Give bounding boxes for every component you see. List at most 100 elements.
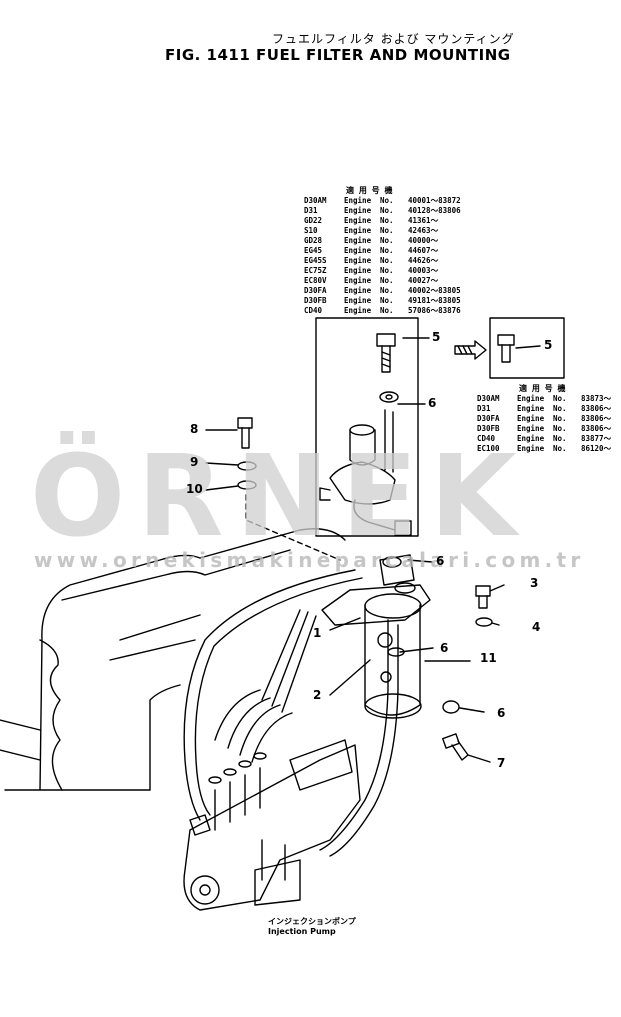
injection-pump [183, 739, 361, 911]
serial-range: 40128～83806 [408, 206, 461, 215]
serial-model: CD40 [304, 306, 323, 315]
serial-label: Engine [344, 276, 372, 285]
callout-8: 8 [190, 422, 199, 436]
pump-caption: インジェクションポンプ Injection Pump [268, 917, 356, 937]
callout-11: 11 [480, 651, 497, 665]
callout-6-top: 6 [428, 396, 437, 410]
serial-range: 44607～ [408, 246, 439, 255]
serial-no: No. [380, 216, 394, 225]
serial-table-inset-header: 適 用 号 機 [519, 384, 566, 393]
bolt-5-inset [497, 334, 515, 363]
serial-range: 83806～ [581, 424, 612, 433]
serial-range: 40000～ [408, 236, 439, 245]
serial-model: D30AM [477, 394, 500, 403]
serial-range: 86120～ [581, 444, 612, 453]
serial-range: 83806～ [581, 404, 612, 413]
serial-model: D30FB [304, 296, 327, 305]
callout-5-main: 5 [432, 330, 441, 344]
watermark-url: www.ornekismakineparcalari.com.tr [34, 548, 585, 572]
serial-range: 49181～83805 [408, 296, 461, 305]
serial-label: Engine [344, 226, 372, 235]
bolt-3 [475, 585, 491, 609]
serial-model: GD22 [304, 216, 323, 225]
figure-title: FIG. 1411 FUEL FILTER AND MOUNTING [165, 46, 511, 64]
serial-range: 40027～ [408, 276, 439, 285]
callout-6-lower: 6 [497, 706, 506, 720]
serial-range: 83806～ [581, 414, 612, 423]
callout-3: 3 [530, 576, 539, 590]
fuel-lines [183, 569, 399, 857]
serial-model: EC75Z [304, 266, 327, 275]
serial-model: D31 [477, 404, 491, 413]
serial-label: Engine [344, 246, 372, 255]
serial-model: EC100 [477, 444, 500, 453]
serial-no: No. [380, 276, 394, 285]
serial-no: No. [553, 424, 567, 433]
serial-range: 57086～83876 [408, 306, 461, 315]
serial-model: EG45 [304, 246, 323, 255]
serial-range: 40002～83805 [408, 286, 461, 295]
serial-range: 40003～ [408, 266, 439, 275]
serial-range: 83877～ [581, 434, 612, 443]
serial-no: No. [380, 236, 394, 245]
serial-no: No. [380, 246, 394, 255]
watermark-brand: ÖRNEK [30, 432, 529, 562]
serial-no: No. [380, 296, 394, 305]
inset-box-main [315, 317, 419, 537]
pump-caption-japanese: インジェクションポンプ [268, 917, 356, 926]
callout-1: 1 [313, 626, 322, 640]
serial-label: Engine [517, 434, 545, 443]
serial-table-header: 適 用 号 機 [346, 186, 393, 195]
serial-row: EC80V Engine No. 40027～ [304, 276, 461, 286]
engine-block [0, 528, 346, 791]
serial-model: GD28 [304, 236, 323, 245]
serial-label: Engine [517, 394, 545, 403]
serial-row: D31 Engine No. 40128～83806 [304, 206, 461, 216]
serial-model: CD40 [477, 434, 496, 443]
serial-model: EC80V [304, 276, 327, 285]
callout-6-mid: 6 [436, 554, 445, 568]
serial-model: D30AM [304, 196, 327, 205]
serial-range: 40001～83872 [408, 196, 461, 205]
serial-label: Engine [517, 424, 545, 433]
serial-label: Engine [344, 266, 372, 275]
serial-no: No. [380, 206, 394, 215]
serial-no: No. [380, 306, 394, 315]
serial-no: No. [380, 256, 394, 265]
serial-range: 41361～ [408, 216, 439, 225]
serial-label: Engine [344, 306, 372, 315]
serial-no: No. [553, 434, 567, 443]
serial-label: Engine [344, 256, 372, 265]
filter-head [319, 409, 412, 536]
serial-range: 83873～ [581, 394, 612, 403]
serial-label: Engine [344, 206, 372, 215]
fuel-filter [321, 554, 431, 719]
callout-10: 10 [186, 482, 203, 496]
washer-6-top [379, 391, 399, 403]
serial-row: CD40 Engine No. 83877～ [477, 434, 611, 444]
serial-label: Engine [517, 404, 545, 413]
bolt-5-top [376, 333, 396, 373]
serial-model: D30FA [304, 286, 327, 295]
serial-no: No. [380, 286, 394, 295]
bolt-8 [237, 417, 253, 449]
washer-4 [475, 617, 493, 627]
serial-model: D31 [304, 206, 318, 215]
pump-caption-english: Injection Pump [268, 927, 336, 936]
serial-model: S10 [304, 226, 318, 235]
serial-range: 44626～ [408, 256, 439, 265]
callout-5-inset: 5 [544, 338, 553, 352]
serial-label: Engine [517, 444, 545, 453]
serial-model: D30FA [477, 414, 500, 423]
